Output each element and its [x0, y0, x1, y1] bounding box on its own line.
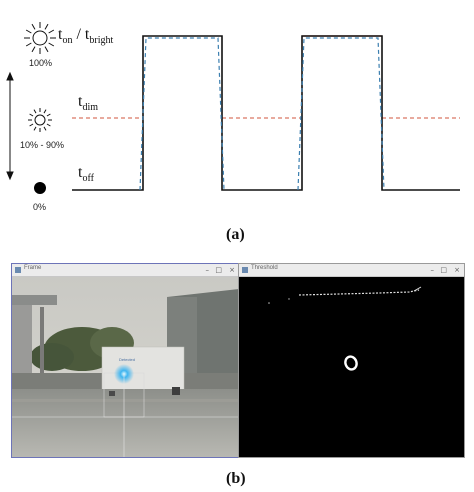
- threshold-window: Threshold – □ ×: [238, 263, 465, 458]
- caption-a: (a): [226, 226, 245, 243]
- sun-bright-icon: [24, 22, 56, 54]
- percent-label-on: 100%: [29, 58, 53, 68]
- threshold-scene: [239, 277, 464, 457]
- minimize-icon[interactable]: –: [430, 266, 435, 274]
- level-label-off: toff: [78, 164, 94, 185]
- app-icon: [242, 267, 248, 273]
- level-label-on: ton / tbright: [58, 26, 114, 47]
- detection-label: Detected: [119, 357, 136, 362]
- camera-scene: [12, 277, 239, 457]
- timing-diagram: [6, 22, 460, 194]
- level-label-dim: tdim: [78, 93, 99, 114]
- maximize-icon[interactable]: □: [440, 266, 447, 274]
- sun-dim-icon: [28, 108, 52, 132]
- close-icon[interactable]: ×: [229, 266, 235, 274]
- filled-circle-icon: [34, 182, 46, 194]
- window-title: Threshold: [251, 265, 278, 271]
- close-icon[interactable]: ×: [454, 266, 460, 274]
- window-titlebar: Frame – □ ×: [12, 264, 239, 277]
- app-icon: [15, 267, 21, 273]
- window-titlebar: Threshold – □ ×: [239, 264, 464, 277]
- maximize-icon[interactable]: □: [215, 266, 222, 274]
- minimize-icon[interactable]: –: [205, 266, 210, 274]
- window-title: Frame: [24, 265, 42, 271]
- percent-label-dim: 10% - 90%: [20, 140, 65, 150]
- camera-frame-window: Frame – □ ×: [11, 263, 240, 458]
- caption-b: (b): [226, 470, 246, 487]
- percent-label-off: 0%: [33, 202, 47, 212]
- signal-waveform: [72, 35, 460, 191]
- sensor-waveform: [139, 37, 385, 191]
- double-arrow-icon: [6, 71, 14, 181]
